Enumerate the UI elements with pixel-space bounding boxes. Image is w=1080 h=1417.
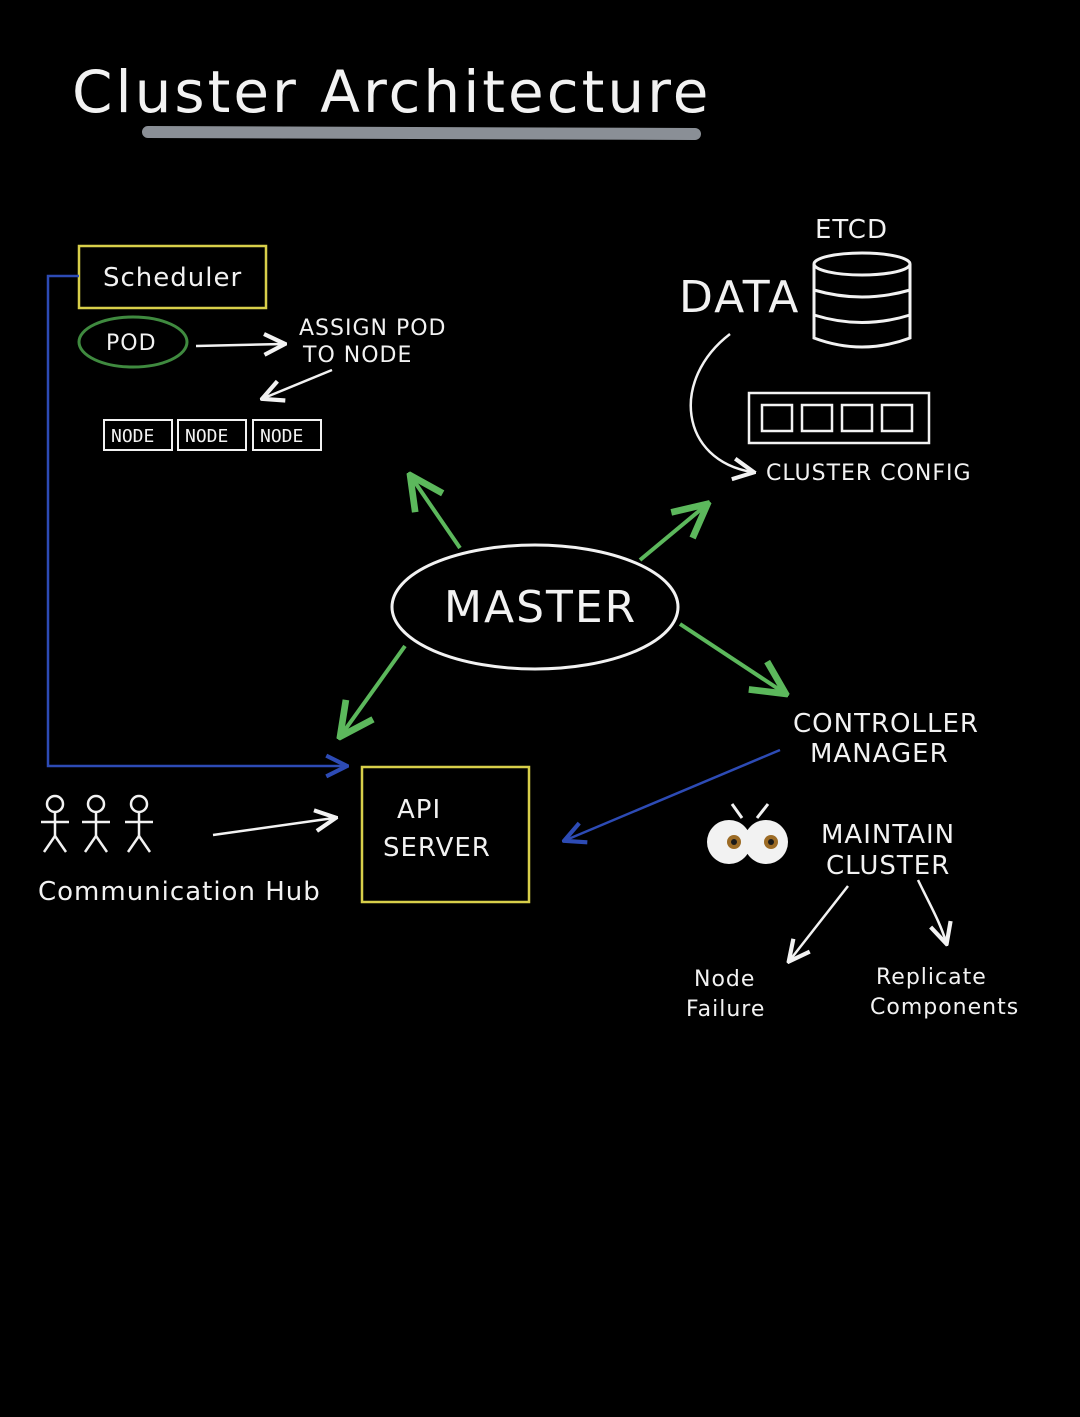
replicate-line1: Replicate bbox=[876, 965, 987, 990]
node-box-1 bbox=[103, 419, 173, 451]
node-label-2: NODE bbox=[185, 426, 228, 447]
replicate-line2: Components bbox=[870, 995, 1019, 1020]
database-icon bbox=[812, 251, 912, 349]
pod-ring bbox=[77, 315, 189, 369]
node-box-2 bbox=[177, 419, 247, 451]
assign-pod-line2: TO NODE bbox=[302, 343, 412, 368]
communication-hub-label: Communication Hub bbox=[38, 877, 321, 907]
assign-node-arrow bbox=[264, 368, 333, 398]
maintain-line2: CLUSTER bbox=[826, 851, 950, 881]
master-to-scheduler-arrow bbox=[412, 478, 462, 550]
master-to-etcd-arrow bbox=[638, 506, 705, 562]
maintain-to-replicate-arrow bbox=[916, 879, 946, 942]
config-cells bbox=[760, 403, 914, 433]
users-to-api-arrow bbox=[212, 818, 334, 837]
master-ellipse bbox=[390, 543, 680, 671]
master-label: MASTER bbox=[444, 582, 637, 633]
etcd-label: ETCD bbox=[815, 215, 888, 245]
node-failure-line2: Failure bbox=[686, 997, 765, 1022]
controller-to-api-line bbox=[566, 748, 781, 840]
node-box-3 bbox=[252, 419, 322, 451]
scheduler-to-api-line bbox=[46, 274, 345, 766]
controller-line2: MANAGER bbox=[810, 739, 949, 769]
pod-label: POD bbox=[106, 331, 157, 356]
master-to-api-arrow bbox=[342, 644, 407, 734]
users-icon bbox=[41, 794, 153, 853]
api-line1: API bbox=[397, 795, 441, 825]
eyes-icon bbox=[707, 803, 788, 864]
controller-line1: CONTROLLER bbox=[793, 709, 979, 739]
node-label-3: NODE bbox=[260, 426, 303, 447]
node-label-1: NODE bbox=[111, 426, 154, 447]
data-to-config-arrow bbox=[689, 333, 752, 472]
assign-pod-line1: ASSIGN POD bbox=[299, 316, 447, 341]
title-underline bbox=[142, 126, 701, 140]
page-title: Cluster Architecture bbox=[72, 58, 711, 126]
node-failure-line1: Node bbox=[694, 967, 755, 992]
maintain-to-node-failure-arrow bbox=[790, 885, 849, 960]
scheduler-label: Scheduler bbox=[103, 263, 242, 293]
api-server-box bbox=[360, 765, 531, 904]
cluster-config-box bbox=[747, 391, 931, 445]
master-to-controller-arrow bbox=[678, 622, 783, 692]
pod-assign-arrow bbox=[195, 344, 283, 346]
maintain-line1: MAINTAIN bbox=[821, 820, 955, 850]
api-line2: SERVER bbox=[383, 833, 491, 863]
data-label: DATA bbox=[679, 272, 800, 323]
cluster-config-label: CLUSTER CONFIG bbox=[766, 461, 972, 486]
